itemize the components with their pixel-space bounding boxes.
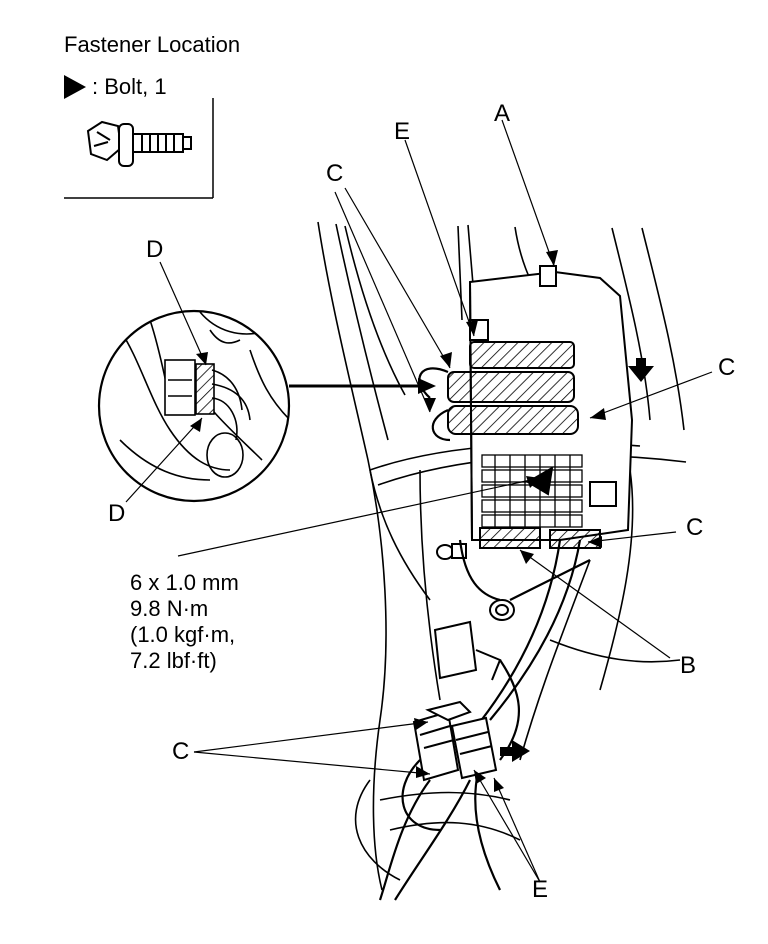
callout-e-bottom: E	[532, 876, 549, 903]
wire-harness	[378, 367, 591, 901]
torque-nm: 9.8 N·m	[130, 596, 209, 621]
detail-pointer-arrow	[289, 378, 436, 394]
callout-e-top: E	[394, 118, 411, 145]
detail-view-circle	[97, 309, 291, 503]
harness-clips	[433, 543, 515, 681]
triangle-marker-icon	[526, 466, 554, 496]
lower-connectors	[412, 700, 498, 782]
callout-d-bottom: D	[108, 500, 126, 527]
torque-spec: 6 x 1.0 mm 9.8 N·m (1.0 kgf·m, 7.2 lbf·f…	[130, 570, 239, 674]
callout-a: A	[494, 100, 511, 127]
hatched-connectors-c	[447, 341, 601, 549]
callout-c-mid: C	[686, 514, 704, 541]
callout-c-top: C	[326, 160, 344, 187]
bolt-legend-text: : Bolt, 1	[92, 74, 167, 99]
torque-lbf: 7.2 lbf·ft)	[130, 648, 217, 673]
diagram-title: Fastener Location	[64, 32, 241, 57]
fuse-rows	[481, 454, 583, 528]
callout-c-bottom: C	[172, 738, 190, 765]
triangle-marker-icon	[64, 75, 86, 99]
arrow-down-icon	[628, 358, 654, 382]
bolt-legend: : Bolt, 1	[64, 74, 167, 100]
callout-d-top: D	[146, 236, 164, 263]
torque-kgf: (1.0 kgf·m,	[130, 622, 236, 647]
leader-arrowheads	[190, 250, 606, 792]
leader-lines	[125, 119, 713, 883]
callout-c-right: C	[718, 354, 736, 381]
arrow-right-icon	[500, 740, 530, 762]
bolt-icon	[86, 120, 192, 167]
legend-frame	[64, 98, 214, 199]
callout-b: B	[680, 652, 697, 679]
bolt-size: 6 x 1.0 mm	[130, 570, 239, 595]
